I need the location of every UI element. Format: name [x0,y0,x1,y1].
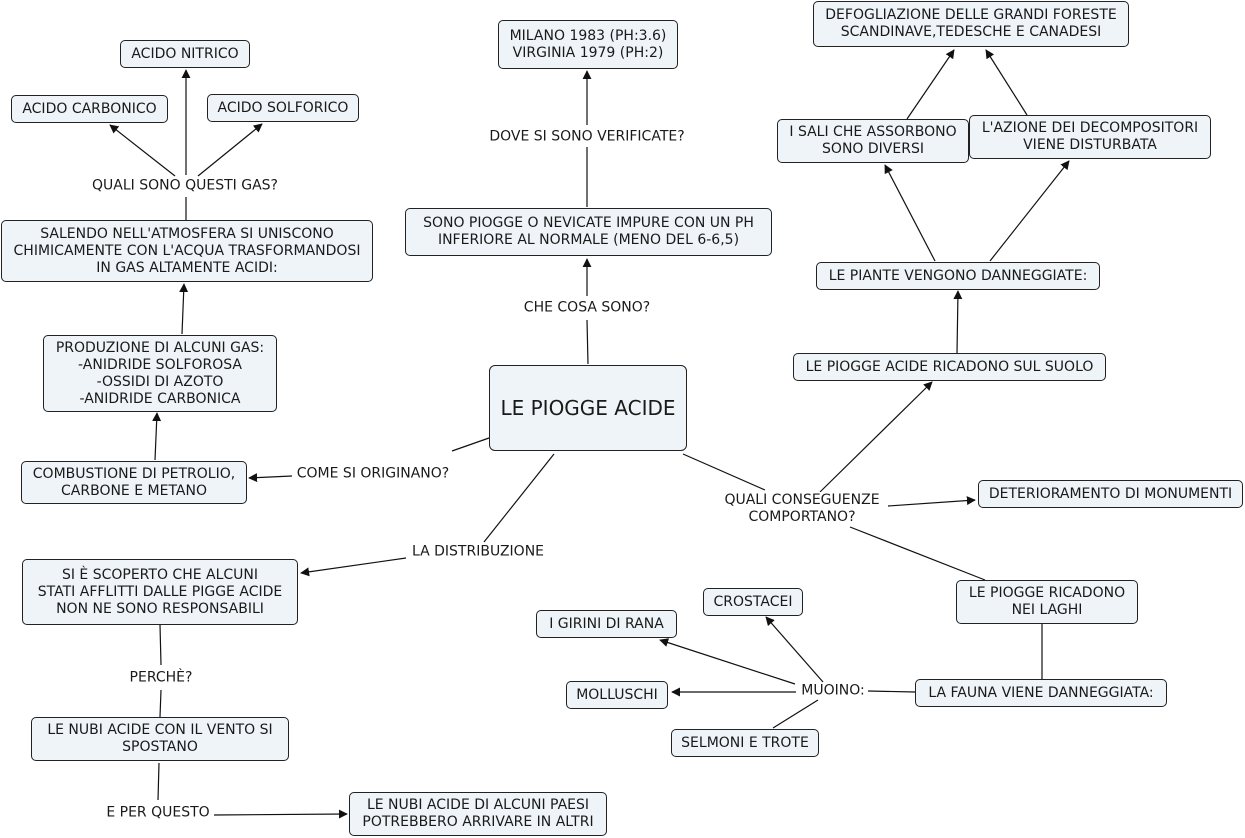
link-fauna-muoino [867,690,916,693]
definition-node[interactable]: SONO PIOGGE O NEVICATE IMPURE CON UN PH … [405,208,772,256]
link-distribuzione-scoperto [300,557,407,577]
label-how-originate: COME SI ORIGINANO? [294,465,452,483]
label-where-occurred: DOVE SI SONO VERIFICATE? [487,128,687,146]
link-sali-defogliazione [906,49,955,120]
link-muoino-crostacei [765,616,824,683]
gas-production-node[interactable]: PRODUZIONE DI ALCUNI GAS: -ANIDRIDE SOLF… [43,335,277,412]
soil-node[interactable]: LE PIOGGE ACIDE RICADONO SUL SUOLO [793,353,1106,381]
clouds-arrive-node[interactable]: LE NUBI ACIDE DI ALCUNI PAESI POTREBBERO… [349,792,607,836]
fauna-node[interactable]: LA FAUNA VIENE DANNEGGIATA: [915,679,1167,707]
link-muoino-salmoni [772,699,819,729]
label-therefore: E PER QUESTO [104,804,212,822]
link-main-originano [451,437,490,452]
link-muoino-girini [659,638,796,685]
sulfuric-acid-node[interactable]: ACIDO SOLFORICO [207,94,359,122]
carbonic-acid-node[interactable]: ACIDO CARBONICO [11,95,168,123]
label-consequences: QUALI CONSEGUENZE COMPORTANO? [722,492,882,526]
defoliation-node[interactable]: DEFOGLIAZIONE DELLE GRANDI FORESTE SCAND… [813,1,1129,47]
link-suolo-piante [953,290,963,354]
link-main-distribuzione [483,453,555,543]
label-they-die: MUOINO: [799,682,867,700]
link-qualigas-solforico [197,123,263,177]
link-nubi-perquesto [157,762,160,801]
link-produzione-salendo [179,283,189,335]
central-topic-node[interactable]: LE PIOGGE ACIDE [489,365,687,451]
salmon-trout-node[interactable]: SELMONI E TROTE [671,729,819,757]
link-conseguenze-laghi [849,526,986,581]
label-why: PERCHÈ? [127,669,195,687]
discovery-node[interactable]: SI È SCOPERTO CHE ALCUNI STATI AFFLITTI … [22,559,298,625]
locations-node[interactable]: MILANO 1983 (PH:3.6) VIRGINIA 1979 (PH:2… [498,20,678,69]
salts-node[interactable]: I SALI CHE ASSORBONO SONO DIVERSI [777,119,969,163]
link-piante-sali [884,164,936,262]
atmosphere-node[interactable]: SALENDO NELL'ATMOSFERA SI UNISCONO CHIMI… [1,220,373,282]
decomposers-node[interactable]: L'AZIONE DEI DECOMPOSITORI VIENE DISTURB… [969,115,1211,159]
link-main-cosa [586,319,589,365]
link-scoperto-perche [159,624,162,666]
crustaceans-node[interactable]: CROSTACEI [703,588,803,616]
link-originano-combustione [248,473,293,483]
link-conseguenze-suolo [819,381,933,493]
link-qualigas-carbonico [109,124,176,177]
lakes-node[interactable]: LE PIOGGE RICADONO NEI LAGHI [956,580,1138,624]
label-what-are-they: CHE COSA SONO? [521,299,653,317]
link-perche-nubi [159,689,162,718]
combustion-node[interactable]: COMBUSTIONE DI PETROLIO, CARBONE E METAN… [21,461,247,504]
link-conseguenze-monumenti [887,496,976,507]
clouds-move-node[interactable]: LE NUBI ACIDE CON IL VENTO SI SPOSTANO [31,717,289,761]
molluscs-node[interactable]: MOLLUSCHI [566,681,668,709]
tadpoles-node[interactable]: I GIRINI DI RANA [536,610,677,638]
link-piante-azione [989,160,1070,262]
link-combustione-produzione [152,412,162,461]
nitric-acid-node[interactable]: ACIDO NITRICO [120,40,250,68]
plants-node[interactable]: LE PIANTE VENGONO DANNEGGIATE: [816,262,1100,290]
link-main-conseguenze [682,453,766,491]
link-azione-defogliazione [985,49,1028,116]
label-which-gases: QUALI SONO QUESTI GAS? [90,177,280,195]
link-perquesto-paesi [213,809,348,819]
label-distribution: LA DISTRIBUZIONE [409,543,547,561]
monuments-node[interactable]: DETERIORAMENTO DI MONUMENTI [978,480,1243,508]
